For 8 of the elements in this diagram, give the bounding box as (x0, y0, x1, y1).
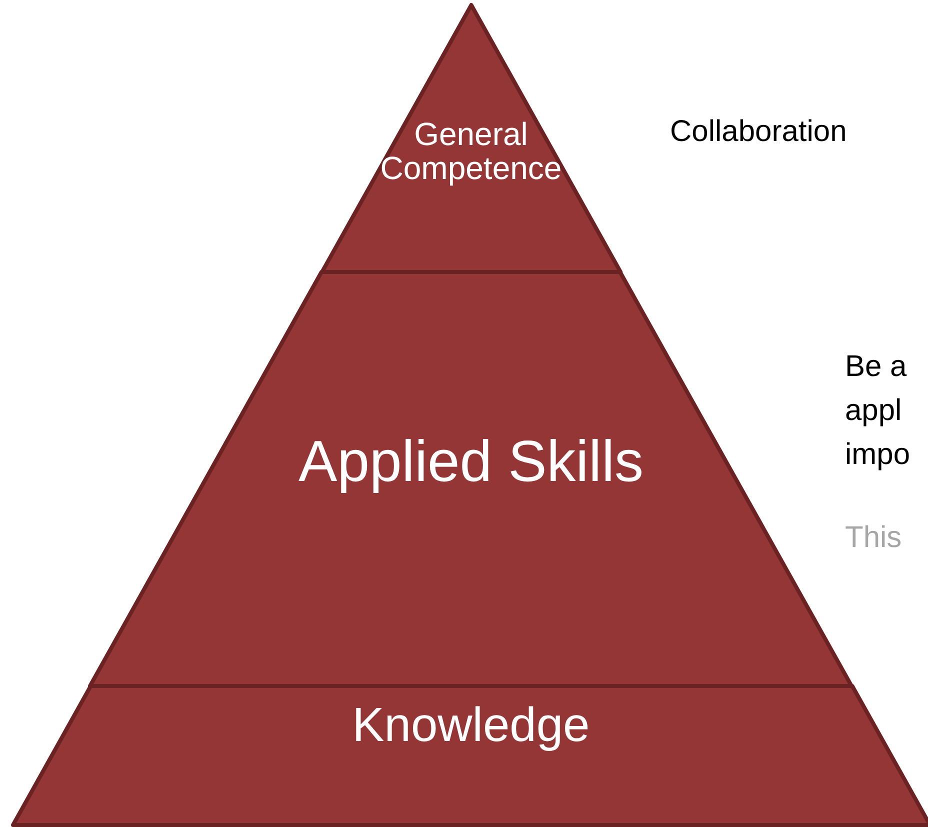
tier-label: Applied Skills (298, 428, 644, 496)
side-text: This (845, 520, 903, 556)
side-text: Be a appl impo (845, 349, 912, 473)
side-text: Collaboration (670, 114, 848, 150)
pyramid-tier (10, 684, 928, 827)
tier-label: Knowledge (352, 698, 590, 754)
tier-label: General Competence (379, 118, 563, 186)
pyramid-tier (320, 3, 622, 274)
